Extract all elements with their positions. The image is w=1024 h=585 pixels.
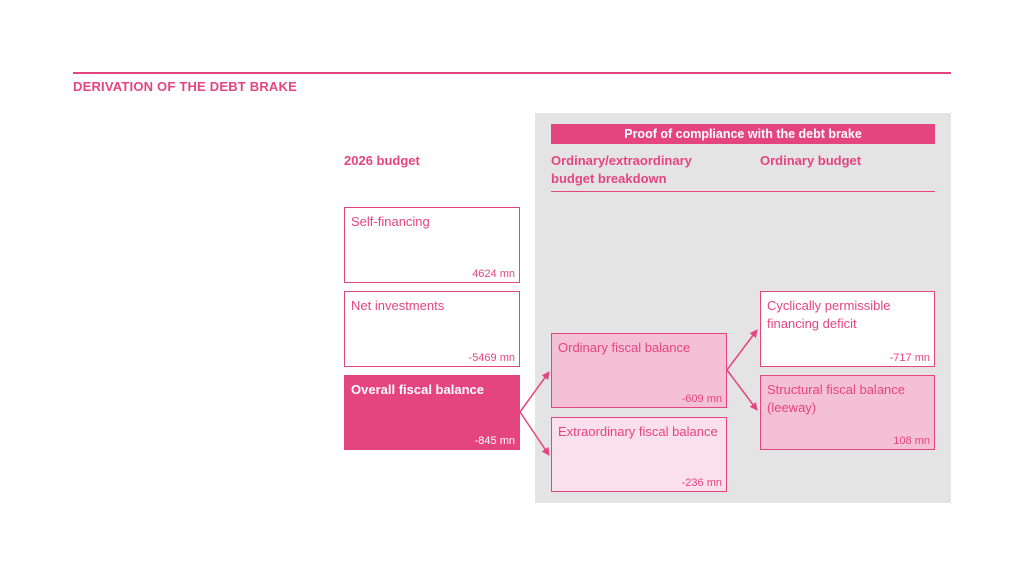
net-investments-label: Net investments [351, 298, 445, 313]
cyclical-deficit-label-line2: financing deficit [767, 316, 857, 331]
structural-balance-label-line1: Structural fiscal balance [767, 382, 906, 397]
net-investments-box: Net investments -5469 mn [344, 291, 520, 367]
extraordinary-fiscal-balance-label: Extraordinary fiscal balance [558, 424, 718, 439]
arrow-overall-to-extraordinary [519, 411, 550, 456]
structural-balance-value: 108 mn [893, 435, 930, 447]
ordinary-fiscal-balance-label: Ordinary fiscal balance [558, 340, 691, 355]
overall-fiscal-balance-box: Overall fiscal balance -845 mn [344, 375, 520, 450]
column-heading-breakdown-line2: budget breakdown [551, 171, 667, 186]
page-title: DERIVATION OF THE DEBT BRAKE [73, 79, 297, 94]
panel-divider [551, 191, 935, 192]
arrow-ordinary-to-cyclical [726, 329, 758, 371]
net-investments-value: -5469 mn [468, 352, 515, 364]
column-heading-breakdown-line1: Ordinary/extraordinary [551, 153, 692, 168]
column-heading-budget: 2026 budget [344, 153, 420, 168]
ordinary-fiscal-balance-box: Ordinary fiscal balance -609 mn [551, 333, 727, 408]
column-heading-breakdown: Ordinary/extraordinary budget breakdown [551, 152, 692, 188]
structural-balance-box: Structural fiscal balance (leeway) 108 m… [760, 375, 935, 450]
overall-fiscal-balance-value: -845 mn [474, 435, 515, 447]
cyclical-deficit-box: Cyclically permissible financing deficit… [760, 291, 935, 367]
self-financing-box: Self-financing 4624 mn [344, 207, 520, 283]
arrow-overall-to-ordinary [519, 371, 550, 413]
column-heading-ordinary: Ordinary budget [760, 153, 862, 168]
top-rule [73, 72, 951, 74]
extraordinary-fiscal-balance-box: Extraordinary fiscal balance -236 mn [551, 417, 727, 492]
compliance-banner: Proof of compliance with the debt brake [551, 124, 935, 144]
cyclical-deficit-label: Cyclically permissible financing deficit [767, 297, 928, 333]
arrow-ordinary-to-structural [726, 369, 758, 411]
self-financing-value: 4624 mn [472, 268, 515, 280]
cyclical-deficit-value: -717 mn [889, 352, 930, 364]
ordinary-fiscal-balance-value: -609 mn [681, 393, 722, 405]
structural-balance-label-line2: (leeway) [767, 400, 817, 415]
overall-fiscal-balance-label: Overall fiscal balance [351, 382, 484, 397]
cyclical-deficit-label-line1: Cyclically permissible [767, 298, 891, 313]
extraordinary-fiscal-balance-value: -236 mn [681, 477, 722, 489]
structural-balance-label: Structural fiscal balance (leeway) [767, 381, 928, 417]
self-financing-label: Self-financing [351, 214, 430, 229]
